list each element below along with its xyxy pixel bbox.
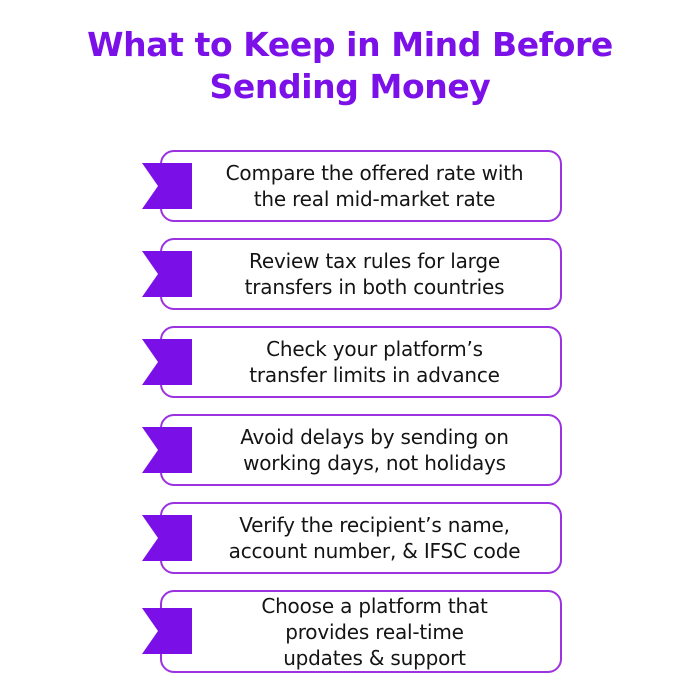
- list-item-box: [160, 326, 562, 398]
- list-item-text: Verify the recipient’s name, account num…: [202, 502, 547, 574]
- list-item-line: working days, not holidays: [243, 451, 506, 475]
- flag-ribbon-icon: [142, 251, 192, 297]
- list-item-line: transfer limits in advance: [249, 363, 500, 387]
- list-item-text: Review tax rules for large transfers in …: [202, 238, 547, 310]
- flag-ribbon-icon: [142, 339, 192, 385]
- list-item: Verify the recipient’s name, account num…: [0, 502, 700, 574]
- list-item: Avoid delays by sending on working days,…: [0, 414, 700, 486]
- page-title: What to Keep in Mind Before Sending Mone…: [60, 24, 640, 108]
- list-item-line: the real mid-market rate: [253, 187, 496, 211]
- list-item-box: [160, 590, 562, 673]
- list-item-box: [160, 238, 562, 310]
- flag-ribbon-icon: [142, 515, 192, 561]
- list-item-text: Avoid delays by sending on working days,…: [202, 414, 547, 486]
- list-item: Review tax rules for large transfers in …: [0, 238, 700, 310]
- list-item-line: Compare the offered rate with: [225, 161, 524, 185]
- flag-ribbon-icon: [142, 163, 192, 209]
- list-item-line: account number, & IFSC code: [228, 539, 521, 563]
- list-item-box: [160, 414, 562, 486]
- list-item-text: Check your platform’s transfer limits in…: [202, 326, 547, 398]
- list-item-line: Choose a platform that: [261, 593, 488, 618]
- list-item: Choose a platform that provides real-tim…: [0, 590, 700, 673]
- page-title-line-1: What to Keep in Mind Before: [87, 25, 613, 64]
- page-title-line-2: Sending Money: [209, 67, 491, 106]
- list-item-line: Verify the recipient’s name,: [239, 513, 510, 537]
- list-item-line: transfers in both countries: [244, 275, 505, 299]
- list-item-box: [160, 150, 562, 222]
- list-item: Check your platform’s transfer limits in…: [0, 326, 700, 398]
- checklist: Compare the offered rate with the real m…: [0, 150, 700, 673]
- list-item-text: Compare the offered rate with the real m…: [202, 150, 547, 222]
- list-item-line: Check your platform’s: [266, 337, 483, 361]
- list-item-line: provides real-time: [285, 619, 464, 644]
- list-item-line: Avoid delays by sending on: [240, 425, 509, 449]
- list-item-line: Review tax rules for large: [249, 249, 500, 273]
- list-item-line: updates & support: [283, 645, 466, 670]
- list-item: Compare the offered rate with the real m…: [0, 150, 700, 222]
- list-item-box: [160, 502, 562, 574]
- flag-ribbon-icon: [142, 427, 192, 473]
- list-item-text: Choose a platform that provides real-tim…: [202, 590, 547, 673]
- flag-ribbon-icon: [142, 608, 192, 654]
